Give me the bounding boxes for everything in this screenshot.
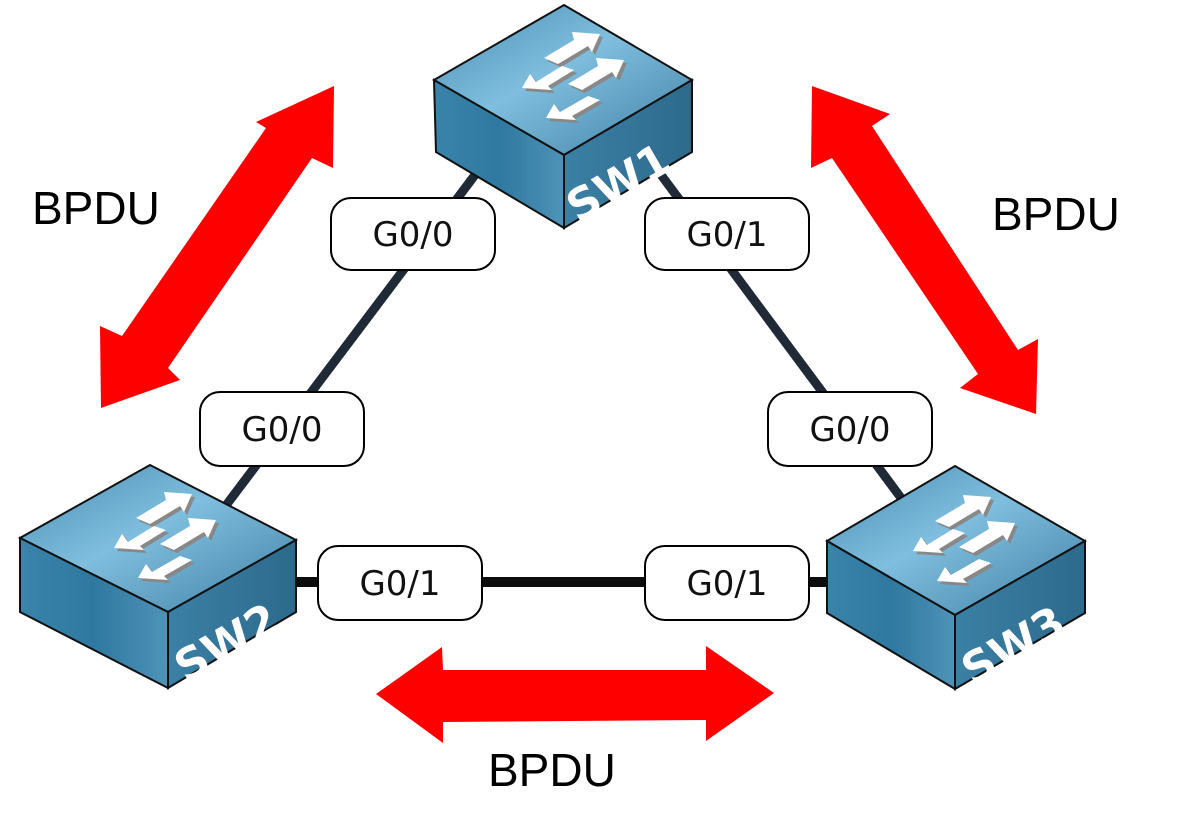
switch-sw2[interactable]: SW2 [17,463,299,693]
port-label-sw1-g01: G0/1 [644,197,810,271]
bpdu-arrow-sw1-sw3 [811,86,1038,414]
bpdu-label-right: BPDU [992,188,1120,240]
switch-right-face [563,78,693,230]
port-label-sw3-g01: G0/1 [644,545,810,621]
switch-right-face [167,538,297,690]
port-label-text: G0/0 [809,410,890,450]
port-label-text: G0/1 [359,564,440,604]
bpdu-arrow-sw2-sw3 [376,646,774,743]
bpdu-label-left: BPDU [32,182,160,234]
switch-right-face [954,539,1086,691]
port-label-sw1-g00: G0/0 [330,197,496,271]
bpdu-label-bottom: BPDU [488,744,616,796]
port-label-text: G0/0 [241,410,322,450]
bpdu-arrow-sw1-sw2 [100,86,334,408]
port-label-text: G0/0 [372,215,453,255]
port-label-sw3-g00: G0/0 [767,391,933,467]
port-label-sw2-g01: G0/1 [317,545,483,621]
port-label-text: G0/1 [686,215,767,255]
port-label-text: G0/1 [686,564,767,604]
switch-sw1[interactable]: SW1 [431,3,694,233]
port-label-sw2-g00: G0/0 [199,391,365,467]
switch-sw3[interactable]: SW3 [825,464,1088,696]
